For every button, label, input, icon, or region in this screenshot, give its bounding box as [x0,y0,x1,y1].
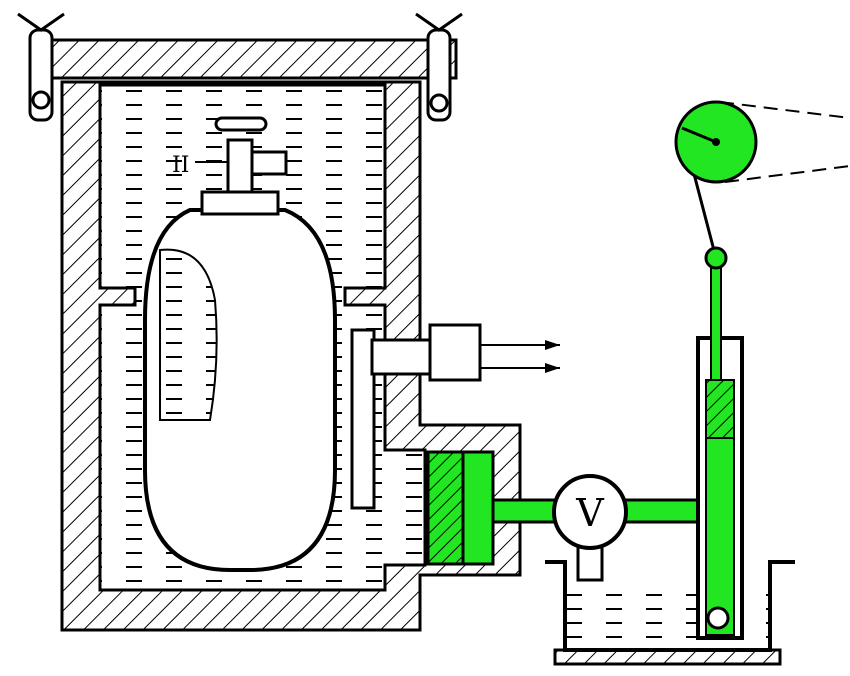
right-pipe [622,500,702,522]
left-pipe [493,500,558,522]
meter-label: V [575,491,604,535]
vessel-lid [48,40,456,78]
valve-label: II [172,153,189,178]
piston-block [428,452,463,564]
valve-handle [216,118,266,130]
pendulum-joint [706,248,726,268]
